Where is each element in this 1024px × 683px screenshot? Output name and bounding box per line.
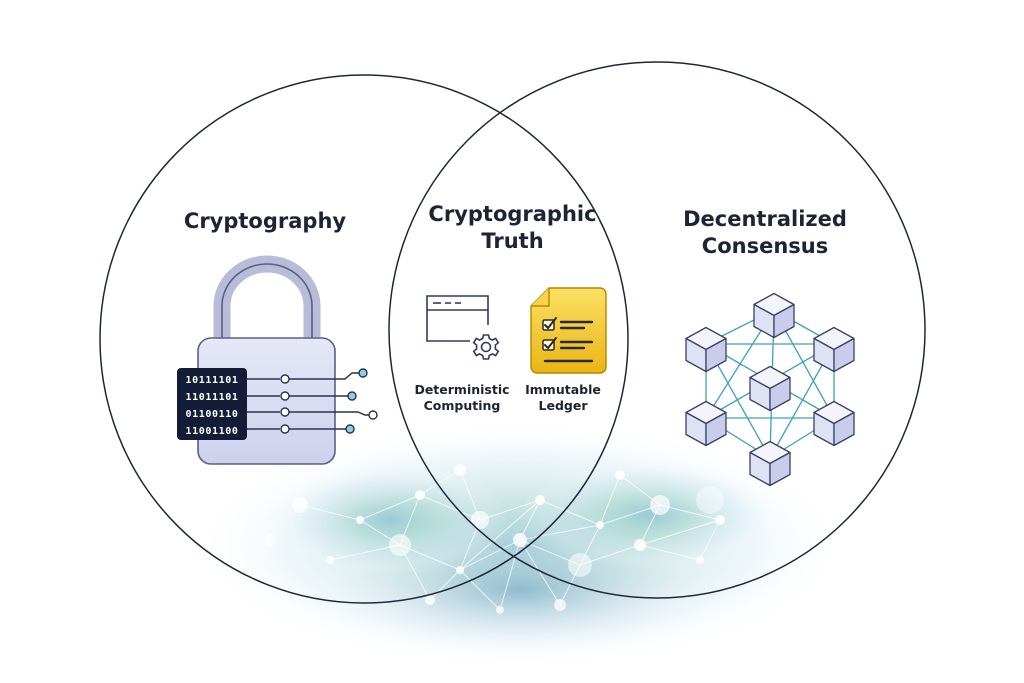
decentralized-consensus-title: Decentralized Consensus	[650, 206, 880, 260]
circuit-nodes	[280, 368, 378, 434]
deterministic-computing-label: Deterministic Computing	[402, 382, 522, 414]
network-cube	[685, 400, 727, 447]
cryptographic-truth-title-line: Cryptographic	[428, 202, 597, 226]
deterministic-computing-label-line: Computing	[423, 398, 501, 413]
network-cubes	[685, 292, 855, 487]
decentralized-consensus-title-line: Consensus	[701, 234, 829, 258]
cryptographic-truth-title: Cryptographic Truth	[400, 201, 625, 255]
immutable-ledger-label-line: Immutable	[525, 382, 601, 397]
window-gear-icon	[426, 295, 500, 360]
cryptography-title: Cryptography	[150, 208, 380, 235]
network-cube	[749, 365, 791, 412]
binary-row: 10111101	[186, 375, 239, 386]
circuit-lines	[247, 372, 369, 430]
background-bokeh	[264, 464, 725, 614]
binary-row: 01100110	[186, 409, 239, 420]
network-cube	[749, 440, 791, 487]
checklist-document-icon	[530, 287, 607, 374]
cryptographic-truth-title-line: Truth	[481, 229, 544, 253]
immutable-ledger-label: Immutable Ledger	[518, 382, 608, 414]
network-cube	[813, 326, 855, 373]
binary-panel: 10111101 11011101 01100110 11001100	[177, 368, 247, 440]
binary-row: 11011101	[186, 392, 239, 403]
network-cube	[813, 400, 855, 447]
cryptography-title-text: Cryptography	[183, 209, 347, 233]
circle-decentralized-consensus	[388, 61, 926, 599]
decentralized-consensus-title-line: Decentralized	[683, 207, 847, 231]
network-cube	[685, 326, 727, 373]
deterministic-computing-label-line: Deterministic	[414, 382, 510, 397]
circle-cryptography	[99, 74, 629, 604]
immutable-ledger-label-line: Ledger	[538, 398, 588, 413]
node-network-icon	[685, 292, 855, 487]
network-cube	[753, 292, 795, 339]
binary-row: 11001100	[186, 426, 239, 437]
